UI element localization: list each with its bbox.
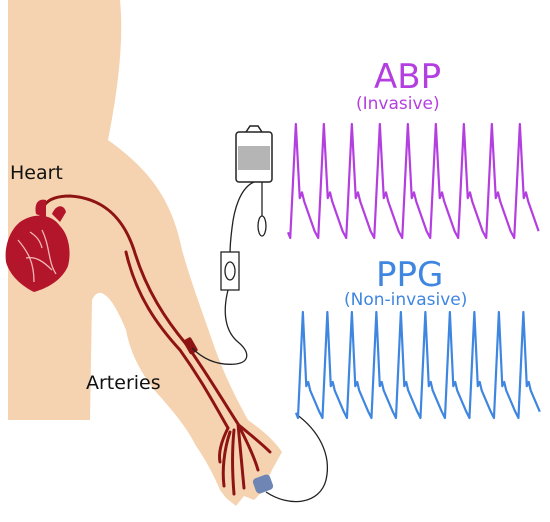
heart-label: Heart (10, 162, 63, 184)
abp-title: ABP (374, 57, 442, 97)
arterial-line-tube (191, 289, 248, 365)
ppg-title: PPG (376, 255, 444, 295)
ppg-waveform (294, 310, 541, 420)
arteries-label: Arteries (86, 372, 161, 394)
pulse-oximeter-clip-icon (252, 474, 274, 494)
pressure-line-tube (229, 181, 255, 255)
body-silhouette (8, 0, 282, 506)
drip-chamber (257, 215, 267, 237)
iv-bag-icon (235, 125, 273, 183)
abp-subtitle: (Invasive) (356, 94, 440, 114)
ppg-subtitle: (Non-invasive) (344, 290, 468, 310)
abp-waveform (286, 122, 540, 240)
pressure-transducer-icon (220, 251, 240, 291)
heart-veins (17, 229, 57, 283)
sensor-cable (265, 413, 328, 503)
arteries (40, 194, 272, 496)
anatomical-heart-icon (5, 199, 70, 292)
